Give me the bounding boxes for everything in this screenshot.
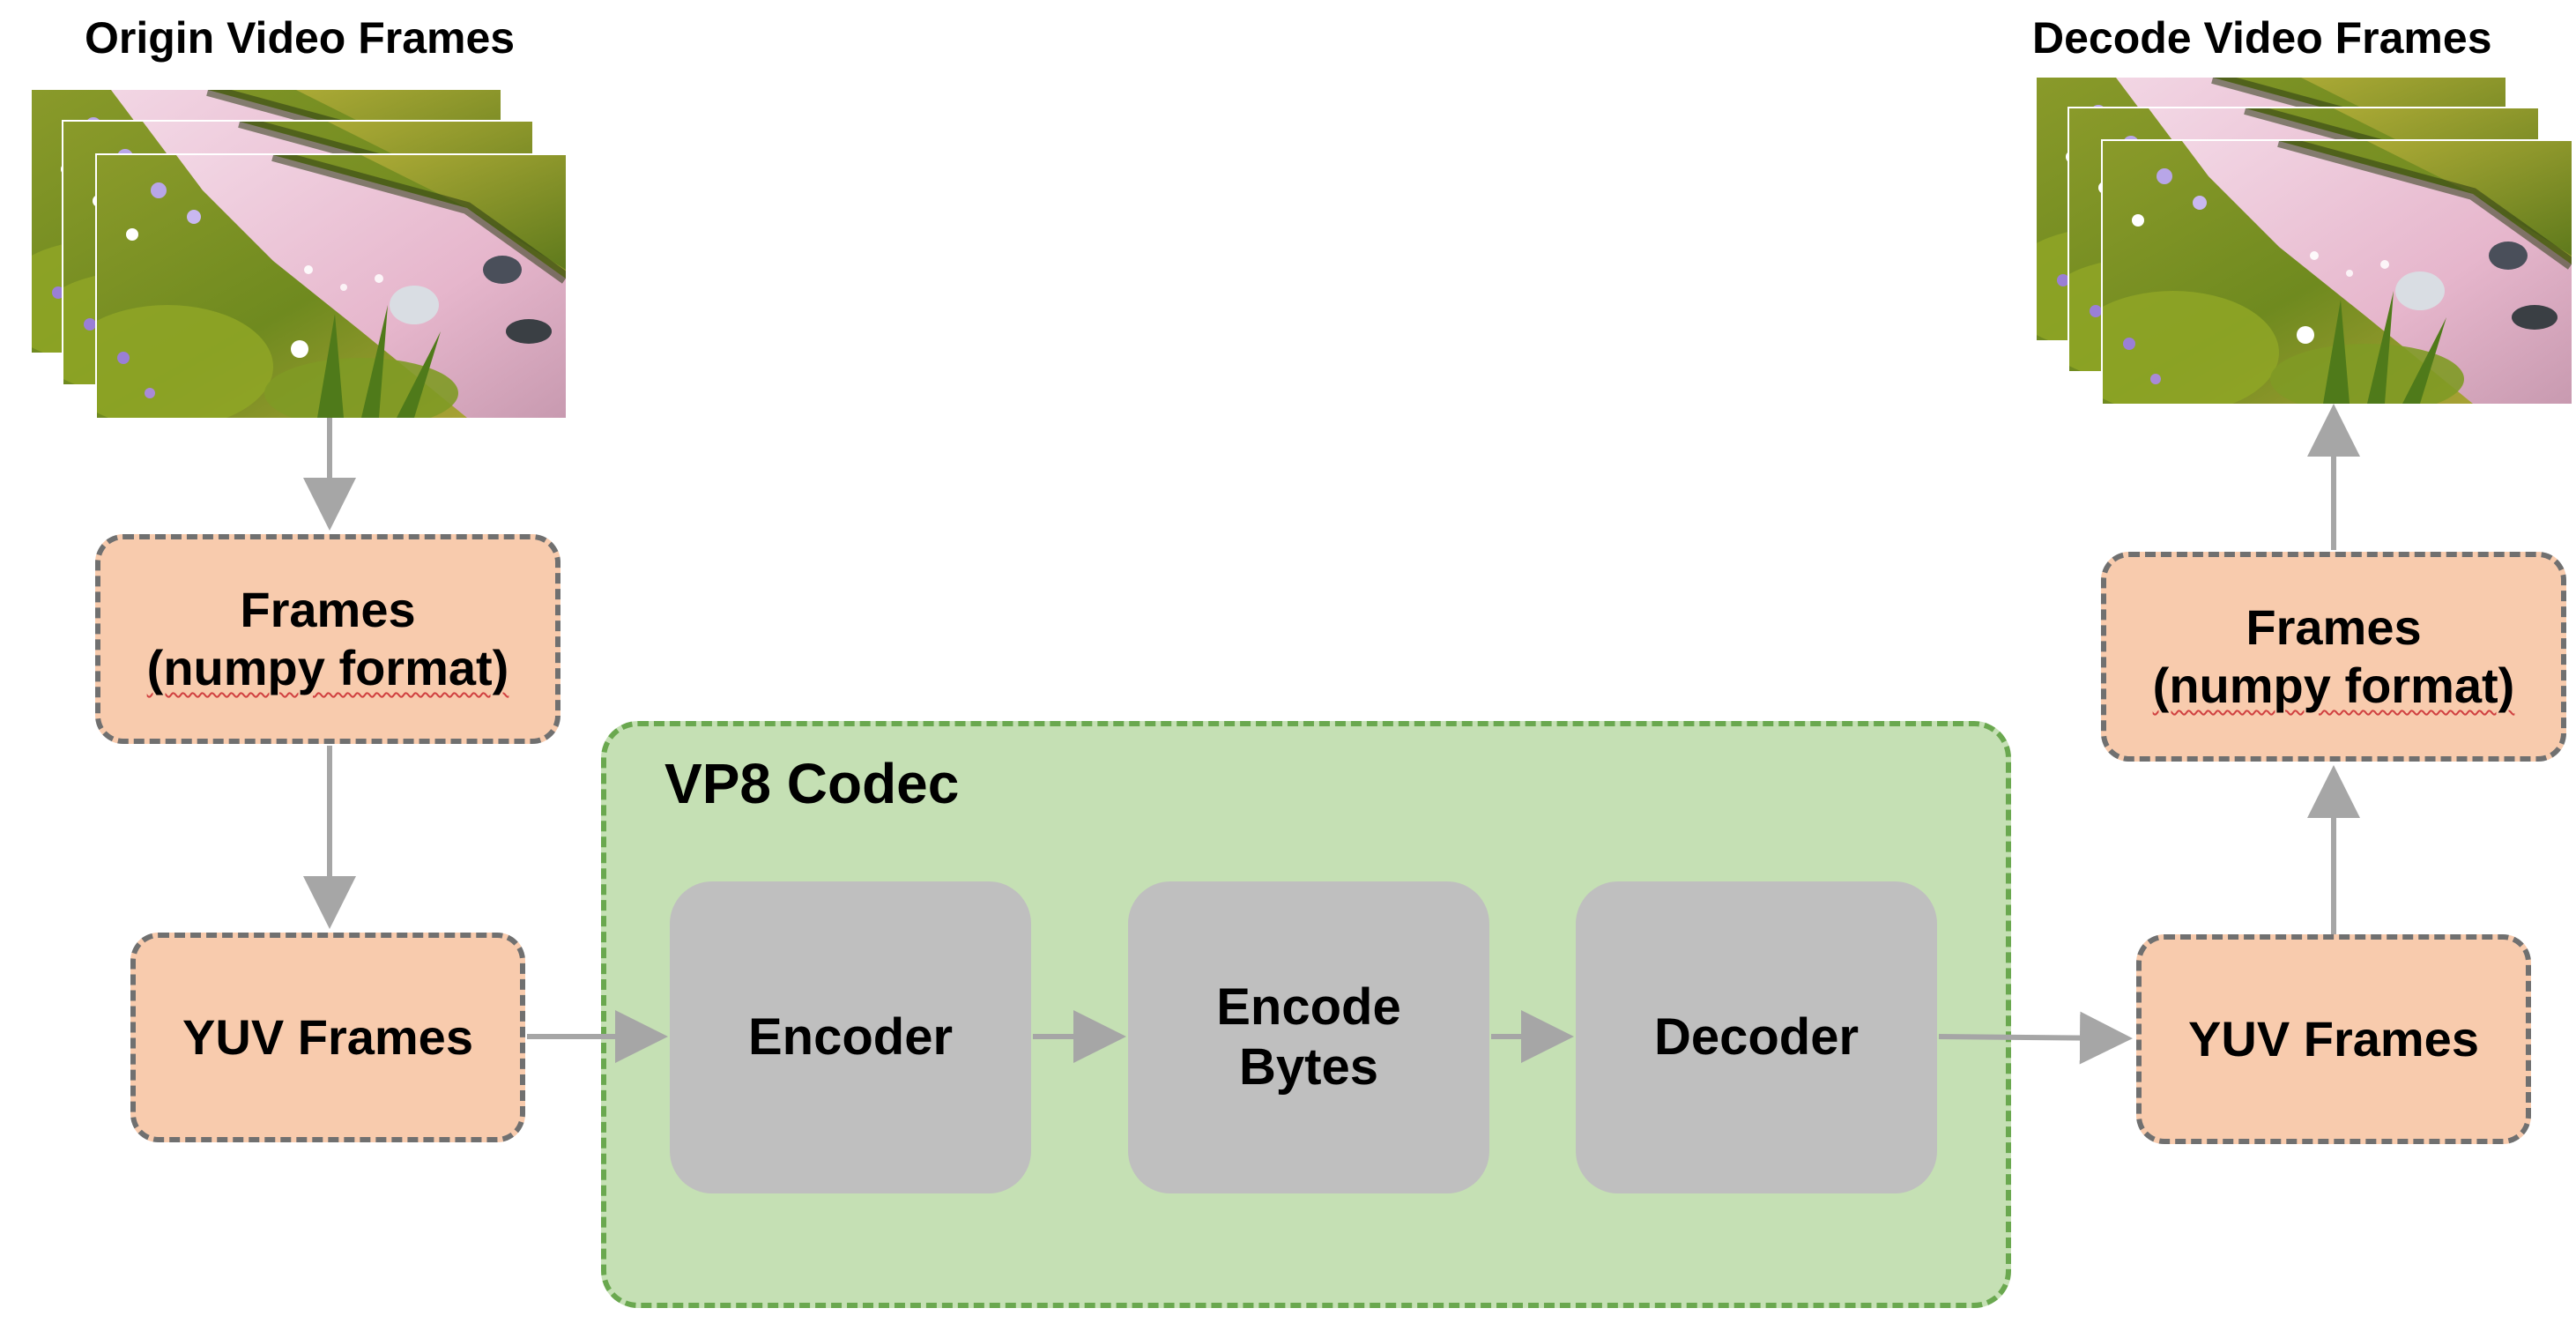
decoder-label: Decoder	[1653, 1008, 1860, 1066]
encode-bytes-line2: Bytes	[1239, 1038, 1378, 1096]
vp8-codec-title: VP8 Codec	[664, 752, 960, 815]
decoded-frames-title: Decode Video Frames	[2032, 13, 2492, 63]
arrow-decoder-to-yuv	[1938, 1011, 2133, 1065]
decoded-yuv-frames-label: YUV Frames	[2188, 1011, 2479, 1067]
encoder-block: Encoder	[670, 881, 1031, 1193]
encode-bytes-line1: Encode	[1216, 978, 1401, 1036]
decoder-block: Decoder	[1576, 881, 1937, 1193]
origin-yuv-frames-label: YUV Frames	[182, 1009, 473, 1065]
origin-frames-title: Origin Video Frames	[85, 13, 516, 63]
origin-yuv-frames-box: YUV Frames	[130, 933, 525, 1142]
origin-frames-numpy-line1: Frames	[240, 582, 416, 637]
encode-bytes-block: Encode Bytes	[1128, 881, 1489, 1193]
decoded-frames-numpy-box: Frames (numpy format)	[2101, 552, 2566, 762]
decoded-yuv-frames-box: YUV Frames	[2136, 934, 2531, 1144]
encoder-label: Encoder	[747, 1008, 954, 1066]
origin-frames-numpy-box: Frames (numpy format)	[95, 534, 560, 744]
decoded-frames-numpy-line1: Frames	[2246, 599, 2422, 655]
decoded-frames-numpy-line2: (numpy format)	[2152, 658, 2515, 713]
origin-frames-numpy-line2: (numpy format)	[146, 640, 509, 695]
